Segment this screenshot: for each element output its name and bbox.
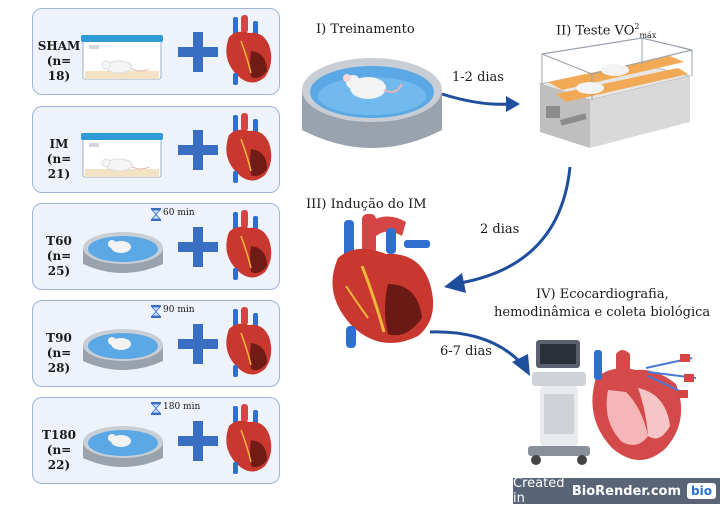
heart-cross-section-illustration — [592, 350, 697, 460]
cage-icon — [81, 133, 163, 178]
group-sample-size: (n= 21) — [46, 152, 72, 181]
group-sample-size: (n= 28) — [46, 346, 72, 375]
step-test-sup: 2 — [634, 22, 640, 31]
heart-infarct-illustration — [332, 214, 434, 348]
session-duration-label: 180 min — [163, 402, 201, 412]
treadmill-illustration — [538, 37, 693, 148]
hourglass-icon — [151, 305, 161, 318]
heart-icon — [226, 113, 272, 183]
echocardiograph-machine-illustration — [528, 340, 590, 465]
group-box-sham: SHAM(n= 18) — [32, 8, 280, 95]
heart-icon — [226, 210, 272, 280]
group-sample-size: (n= 18) — [46, 54, 72, 83]
arrow-training-to-test — [441, 92, 520, 112]
session-duration-label: 90 min — [163, 305, 195, 315]
footer-brand: BioRender.com — [571, 483, 682, 499]
biorender-footer: Created in BioRender.com bio — [513, 476, 720, 506]
group-box-im: IM(n= 21) — [32, 106, 280, 193]
step-echo-title-line2: hemodinâmica e coleta biológica — [494, 305, 711, 320]
group-sample-size: (n= 22) — [46, 443, 72, 472]
swimming-pool-illustration — [302, 58, 442, 148]
heart-icon — [226, 404, 272, 474]
group-label: SHAM(n= 18) — [37, 39, 81, 84]
plus-icon — [178, 130, 218, 170]
step-echo-title-line1: IV) Ecocardiografia, — [536, 287, 669, 302]
cage-icon — [81, 35, 163, 80]
swimming-pool-icon — [83, 329, 163, 370]
arrow-test-to-induction — [444, 166, 572, 293]
arrow-label-6-7-days: 6-7 dias — [440, 344, 492, 359]
arrow-induction-to-echo — [429, 330, 530, 376]
biorender-logo: bio — [687, 483, 716, 499]
hourglass-icon — [151, 208, 161, 221]
group-label: T180(n= 22) — [37, 428, 81, 473]
hourglass-icon — [151, 402, 161, 415]
step-induction-title: III) Indução do IM — [306, 197, 427, 212]
swimming-pool-icon — [83, 232, 163, 273]
session-duration-label: 60 min — [163, 208, 195, 218]
group-sample-size: (n= 25) — [46, 249, 72, 278]
plus-icon — [178, 227, 218, 267]
group-name: IM — [49, 137, 69, 151]
group-label: T90(n= 28) — [37, 331, 81, 376]
step-test-sub: máx — [639, 30, 657, 40]
group-label: T60(n= 25) — [37, 234, 81, 279]
step-test-label: II) Teste VO — [556, 23, 635, 39]
heart-icon — [226, 307, 272, 377]
group-name: T90 — [46, 331, 72, 345]
plus-icon — [178, 324, 218, 364]
footer-prefix: Created in — [513, 476, 565, 506]
group-name: T180 — [42, 428, 76, 442]
group-box-t180: T180(n= 22) 180 min — [32, 397, 280, 484]
plus-icon — [178, 32, 218, 72]
heart-icon — [226, 15, 272, 85]
group-name: SHAM — [37, 39, 81, 53]
group-name: T60 — [46, 234, 72, 248]
group-box-t60: T60(n= 25) 60 min — [32, 203, 280, 290]
group-box-t90: T90(n= 28) 90 min — [32, 300, 280, 387]
arrow-label-2-days: 2 dias — [480, 222, 520, 237]
arrow-label-1-2-days: 1-2 dias — [452, 70, 504, 85]
step-training-title: I) Treinamento — [316, 22, 415, 37]
swimming-pool-icon — [83, 426, 163, 467]
step-test-title: II) Teste VO2máx — [556, 22, 656, 40]
plus-icon — [178, 421, 218, 461]
group-label: IM(n= 21) — [37, 137, 81, 182]
